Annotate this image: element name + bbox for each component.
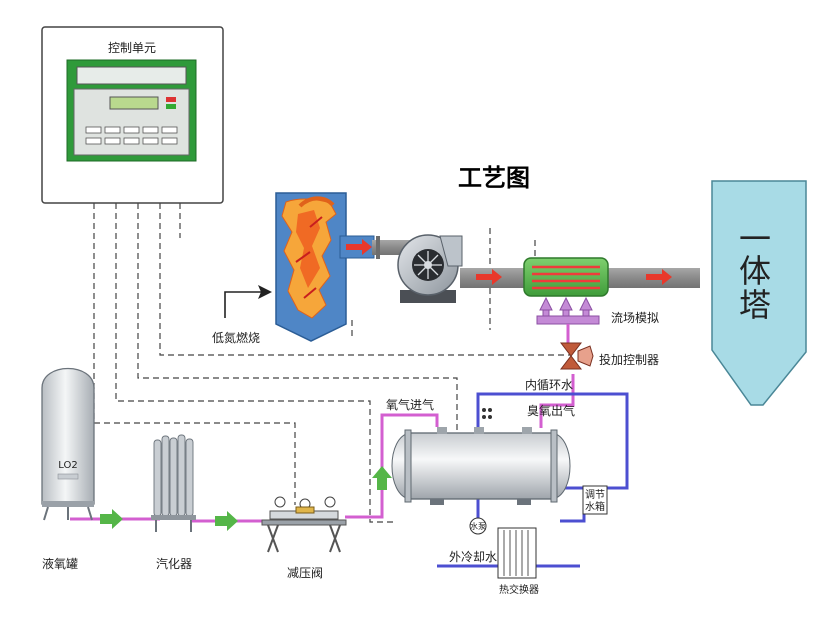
flue-duct-flange (376, 236, 380, 259)
label-flow-field-simulation: 流场模拟 (611, 311, 659, 325)
vaporizer-fins (153, 434, 194, 517)
mixer-internal-tubes (532, 265, 600, 290)
prv-table-top (261, 519, 347, 526)
regulating-water-tank (582, 485, 608, 515)
diagram-title: 工艺图 (458, 164, 530, 192)
control-signal-lines (93, 203, 570, 523)
oxygen-flow-arrows (100, 466, 392, 531)
tank-nameplate (57, 473, 79, 480)
control-panel-led-green (166, 104, 176, 109)
fan-base (400, 290, 456, 303)
control-panel-keypad (85, 126, 178, 145)
generator-top-port-1 (437, 427, 447, 434)
tower-label-line3: 塔 (739, 286, 771, 324)
induced-draft-fan (397, 234, 463, 303)
mixer-body (523, 257, 609, 297)
generator-gauges (482, 408, 492, 419)
vaporizer-base (151, 515, 196, 520)
low-nox-pointer-arrowhead (258, 285, 272, 299)
label-dosing-controller: 投加控制器 (599, 352, 659, 367)
label-ozone-outlet: 臭氧出气 (527, 403, 575, 418)
control-panel-display-top (76, 66, 187, 85)
flow-arrow-red-1 (346, 239, 372, 255)
heat-exchanger-plates (503, 530, 529, 576)
tank-base-ring (42, 501, 94, 507)
valve-top-wedge (559, 342, 583, 357)
generator-left-flange (404, 429, 412, 503)
valve-bottom-wedge (559, 355, 583, 370)
low-nox-pointer-line (224, 291, 262, 318)
vaporizer (151, 434, 196, 532)
generator-shell (409, 432, 553, 500)
liquid-oxygen-tank: LO2 (41, 368, 95, 521)
prv-gauge-right (324, 496, 336, 508)
boiler-flame-lick-1 (309, 216, 323, 228)
tower-label-line2: 体 (739, 252, 771, 290)
label-water-pump: 水泵 (470, 521, 486, 531)
label-inner-circulation-water: 内循环水 (525, 378, 573, 392)
prv-gauge-left (274, 496, 286, 508)
prv-table-legs (267, 524, 341, 553)
tank-body (41, 368, 95, 505)
fan-outlet (439, 235, 463, 267)
integrated-tower (711, 180, 807, 406)
control-unit-label: 控制单元 (108, 41, 156, 55)
control-panel-lcd (109, 96, 159, 110)
boiler-flame-lick-2 (295, 251, 311, 263)
prv-regulator (295, 506, 315, 514)
generator-feet (430, 499, 531, 505)
flow-arrow-red-2 (476, 269, 502, 285)
ozone-supply-pipe (539, 324, 575, 428)
label-regulating-tank-top: 调节 (585, 489, 605, 501)
generator-right-flange (550, 429, 558, 503)
boiler-flame-curl (298, 196, 335, 208)
tank-legs (43, 506, 93, 521)
tank-marking: LO2 (58, 460, 77, 471)
valve-actuator (577, 345, 594, 367)
flow-field-mixer (523, 257, 609, 325)
water-pump (469, 517, 487, 535)
dosing-controller-valve (559, 342, 594, 370)
label-heat-exchanger: 热交换器 (499, 583, 539, 596)
ozone-generator (391, 408, 571, 505)
generator-top-port-3 (522, 427, 532, 434)
label-vaporizer: 汽化器 (156, 556, 192, 571)
boiler (275, 192, 375, 342)
label-regulating-tank-bottom: 水箱 (585, 500, 605, 513)
label-low-nox-combustion: 低氮燃烧 (212, 330, 260, 345)
pressure-reducing-valve (261, 496, 347, 553)
tower-label-line1: 一 (739, 220, 771, 258)
control-unit: 控制单元 (41, 26, 224, 204)
fan-hub (424, 261, 432, 269)
label-pressure-reducing-valve: 减压阀 (287, 566, 323, 580)
label-liquid-oxygen-tank: 液氧罐 (42, 556, 78, 571)
label-oxygen-inlet: 氧气进气 (386, 397, 434, 412)
generator-top-port-2 (474, 427, 484, 434)
label-external-cooling-water: 外冷却水 (449, 550, 497, 564)
flow-arrow-green-1 (100, 509, 123, 529)
control-panel-led-red (166, 97, 176, 102)
vaporizer-legs (155, 520, 192, 532)
flue-gas-flow-arrows (346, 239, 672, 285)
boiler-flame-core (296, 210, 320, 288)
mixer-injection-nozzles (539, 296, 593, 317)
heat-exchanger (497, 527, 537, 579)
flow-arrow-red-3 (646, 269, 672, 285)
flow-arrow-green-3 (372, 466, 392, 490)
mixer-manifold (536, 315, 600, 325)
boiler-flame-lick-3 (303, 287, 317, 299)
flow-arrow-green-2 (215, 511, 238, 531)
